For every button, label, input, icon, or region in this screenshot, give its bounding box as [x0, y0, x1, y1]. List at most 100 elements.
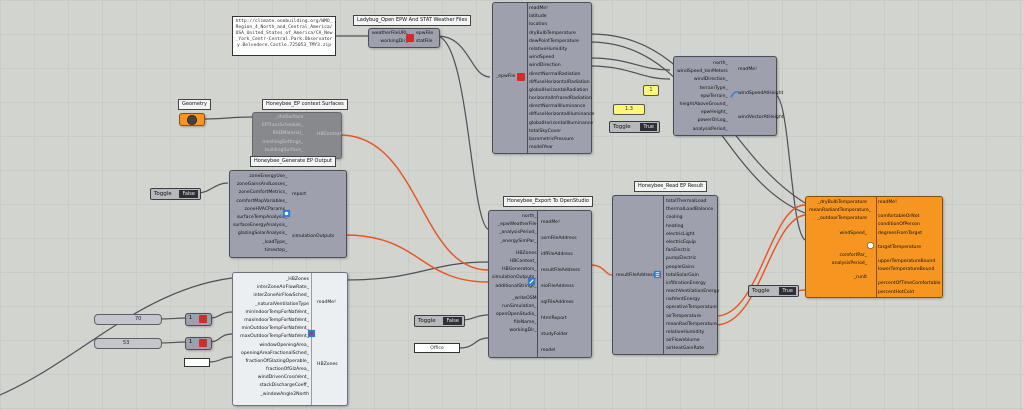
- read-out-2[interactable]: cooling: [666, 215, 683, 221]
- export-in-6[interactable]: HBGenerators_: [502, 267, 537, 273]
- natvent-in-1[interactable]: interZoneAirFlowRate_: [256, 285, 309, 291]
- comfort-out-8[interactable]: percentHotCold: [878, 289, 914, 295]
- read-out-16[interactable]: relativeHumidity: [666, 330, 705, 335]
- natvent-in-13[interactable]: stackDischargeCoeff_: [259, 383, 309, 389]
- read-out-3[interactable]: heating: [666, 223, 684, 229]
- comfort-toggle[interactable]: Toggle True: [748, 285, 799, 297]
- import-out-11[interactable]: horizontalInfraredRadiation: [529, 96, 592, 102]
- import-out-0[interactable]: readMe!: [529, 6, 548, 11]
- num-param-1[interactable]: 1: [185, 313, 212, 326]
- export-out-0[interactable]: readMe!: [541, 220, 560, 225]
- export-in-7[interactable]: simulationOutputs_: [492, 275, 537, 281]
- comfort-in-4[interactable]: comfortPar_: [839, 252, 868, 258]
- empty-panel[interactable]: [184, 358, 210, 367]
- read-out-8[interactable]: peopleGains: [666, 264, 695, 270]
- natvent-in-7[interactable]: maxOutdoorTempForNatVent_: [240, 334, 309, 340]
- import-out-4[interactable]: dewPointTemperature: [529, 38, 580, 44]
- slider-2[interactable]: 53: [94, 338, 162, 349]
- wind-in-0[interactable]: north_: [713, 61, 728, 66]
- natvent-in-11[interactable]: fractionOfGlzArea_: [266, 367, 309, 373]
- import-out-12[interactable]: directNormalIlluminance: [529, 104, 586, 110]
- wind-in-4[interactable]: epwTerrain_: [700, 93, 728, 99]
- wind-in-5[interactable]: heightAboveGround_: [679, 101, 728, 107]
- natvent-in-12[interactable]: windDrivenCrossVent_: [257, 375, 309, 381]
- slider-1[interactable]: 70: [94, 314, 162, 325]
- read-out-18[interactable]: airHeatGainRate: [666, 346, 704, 352]
- comfort-out-0[interactable]: readMe!: [878, 200, 897, 205]
- comfort-out-1[interactable]: comfortableOrNot: [878, 214, 920, 220]
- read-out-4[interactable]: electricLight: [666, 231, 695, 237]
- export-out-4[interactable]: eioFileAddress: [541, 284, 574, 289]
- comfort-out-4[interactable]: targetTemperature: [878, 244, 922, 250]
- natvent-out-1[interactable]: HBZones: [317, 362, 338, 368]
- read-in-0[interactable]: resultFileAddress: [616, 273, 655, 278]
- comfort-out-5[interactable]: upperTemperatureBound: [878, 258, 936, 264]
- comfort-out-2[interactable]: conditionOfPerson: [878, 222, 920, 228]
- wind-speed-node[interactable]: north_ windSpeed_tenMeters windDirection…: [673, 56, 784, 136]
- read-out-1[interactable]: thermalLoadBalance: [666, 207, 714, 213]
- read-out-10[interactable]: infiltrationEnergy: [666, 280, 706, 286]
- import-out-10[interactable]: globalHorizontalRadiation: [529, 87, 589, 93]
- natvent-in-0[interactable]: _HBZones: [286, 277, 309, 282]
- wind-in-6[interactable]: epwHeight_: [700, 110, 728, 116]
- export-in-0[interactable]: north_: [521, 214, 537, 219]
- export-in-3[interactable]: _energySimPar_: [500, 238, 537, 244]
- comfort-in-0[interactable]: _dryBulbTemperature: [817, 200, 867, 205]
- export-in-11[interactable]: openOpenStudio_: [495, 312, 537, 318]
- wind-out-1[interactable]: windSpeedAtHeight: [738, 91, 784, 97]
- comfort-in-3[interactable]: windSpeed_: [839, 230, 867, 236]
- genout-toggle[interactable]: Toggle False: [150, 188, 201, 200]
- import-out-15[interactable]: totalSkyCover: [529, 128, 562, 134]
- wind-in-3[interactable]: terrainType_: [699, 85, 728, 91]
- comfort-node[interactable]: _dryBulbTemperature meanRadiantTemperatu…: [805, 196, 943, 298]
- import-out-7[interactable]: windDirection: [529, 63, 561, 69]
- wind-out-0[interactable]: readMe!: [738, 67, 757, 72]
- import-in-0[interactable]: _epwFile: [496, 74, 516, 79]
- export-out-7[interactable]: studyFolder: [541, 332, 568, 337]
- natvent-in-5[interactable]: maxIndoorTempForNatVent_: [244, 317, 309, 323]
- wind-height-panel[interactable]: 1.3: [613, 104, 645, 115]
- import-epw-node[interactable]: _epwFile readMe! latitude location dryBu…: [492, 2, 595, 154]
- read-result-node[interactable]: resultFileAddress totalThermalLoad therm…: [612, 195, 720, 355]
- natvent-in-2[interactable]: interZoneAirFlowSched_: [253, 293, 309, 299]
- read-out-7[interactable]: pumpElectric: [666, 256, 697, 262]
- context-surfaces-node[interactable]: _shdSurface EPTransSchedule_ RADMaterial…: [252, 112, 342, 159]
- import-out-3[interactable]: dryBulbTemperature: [529, 30, 576, 36]
- read-out-17[interactable]: airFlowVolume: [666, 338, 700, 344]
- natvent-in-4[interactable]: minIndoorTempForNatVent_: [245, 309, 309, 315]
- epw-out-0[interactable]: epwFile: [416, 31, 434, 36]
- comfort-in-1[interactable]: meanRadiantTemperature_: [809, 208, 872, 214]
- export-in-9[interactable]: _writeOSM: [512, 295, 537, 301]
- wind-in-1[interactable]: windSpeed_tenMeters: [677, 69, 728, 75]
- import-out-2[interactable]: location: [529, 22, 548, 28]
- read-out-6[interactable]: fanElectric: [666, 248, 691, 254]
- import-out-5[interactable]: relativeHumidity: [529, 46, 568, 52]
- read-out-11[interactable]: mechVentilationEnergy: [666, 289, 720, 295]
- export-in-1[interactable]: _epwWeatherFile: [497, 222, 537, 228]
- ctx-in-0[interactable]: _shdSurface: [275, 115, 304, 120]
- num-param-2[interactable]: 1: [185, 337, 212, 350]
- natvent-in-6[interactable]: minOutdoorTempForNatVent_: [241, 326, 309, 332]
- genout-in-1[interactable]: zoneGainsAndLosses_: [236, 182, 288, 188]
- genout-out-0[interactable]: report: [292, 192, 307, 197]
- genout-in-7[interactable]: glazingSolarAnalysis_: [237, 231, 288, 237]
- import-out-8[interactable]: directNormalRadiation: [529, 71, 581, 77]
- genout-in-2[interactable]: zoneComfortMetrics_: [238, 190, 288, 196]
- comfort-out-3[interactable]: degreesFromTarget: [878, 230, 923, 236]
- import-out-9[interactable]: diffuseHorizontalRadiation: [529, 79, 590, 85]
- export-toggle[interactable]: Toggle False: [414, 315, 465, 327]
- ctx-in-3[interactable]: meshingSettings_: [262, 139, 304, 145]
- wind-panel-1[interactable]: 1: [643, 85, 659, 96]
- read-out-5[interactable]: electricEquip: [666, 239, 696, 245]
- export-out-2[interactable]: idfFileAddress: [541, 252, 573, 257]
- url-panel[interactable]: http://climate.onebuilding.org/WMO_Regio…: [232, 16, 336, 56]
- export-out-6[interactable]: htmlReport: [541, 316, 567, 321]
- genout-in-6[interactable]: surfaceEnergyAnalysis_: [233, 223, 288, 229]
- generate-output-node[interactable]: zoneEnergyUse_ zoneGainsAndLosses_ zoneC…: [229, 170, 347, 258]
- genout-in-9[interactable]: timestep_: [264, 247, 288, 253]
- export-in-4[interactable]: HBZones: [515, 250, 537, 256]
- genout-in-5[interactable]: surfaceTempAnalysis_: [236, 214, 288, 220]
- read-out-15[interactable]: meanRadTemperature: [666, 321, 717, 327]
- import-out-1[interactable]: latitude: [529, 14, 547, 20]
- comfort-in-6[interactable]: _runIt: [853, 275, 867, 281]
